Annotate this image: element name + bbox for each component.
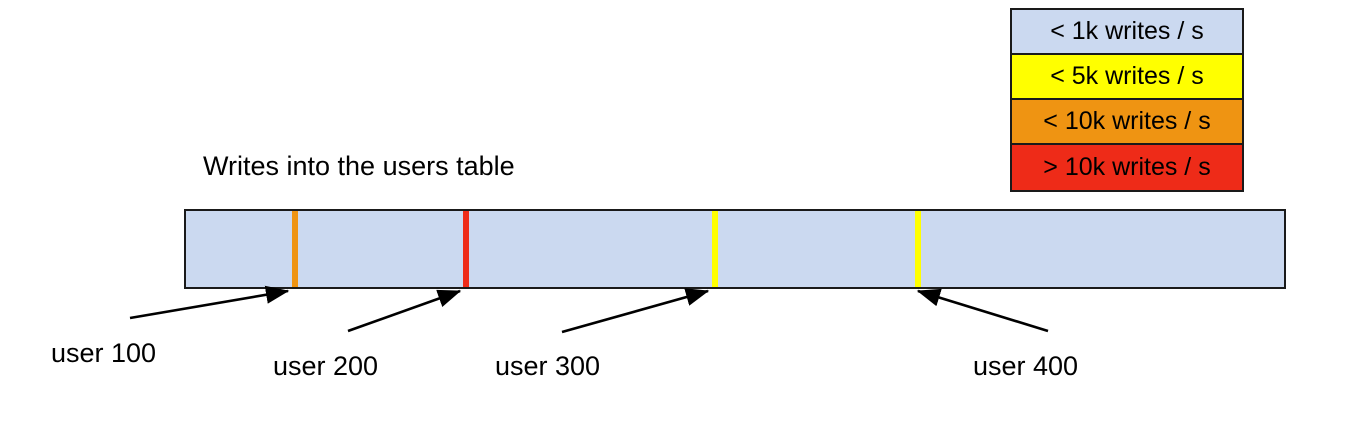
legend-label-gt-10k: > 10k writes / s xyxy=(1043,153,1211,181)
callout-label-user-100: user 100 xyxy=(51,338,157,368)
bar-stripe-layer xyxy=(186,211,1284,287)
users-table-bar xyxy=(184,209,1286,289)
legend-label-lt-5k: < 5k writes / s xyxy=(1050,62,1204,90)
legend: < 1k writes / s < 5k writes / s < 10k wr… xyxy=(1010,8,1244,192)
legend-label-lt-10k: < 10k writes / s xyxy=(1043,107,1211,135)
user-100-stripe xyxy=(292,211,298,287)
user-200-stripe xyxy=(463,211,469,287)
legend-row-lt-1k: < 1k writes / s xyxy=(1012,10,1242,55)
callout-label-user-200: user 200 xyxy=(273,351,379,381)
user-400-stripe xyxy=(915,211,921,287)
arrow-user-200 xyxy=(347,289,462,333)
legend-label-lt-1k: < 1k writes / s xyxy=(1050,17,1204,45)
callout-label-user-300: user 300 xyxy=(495,351,601,381)
callout-label-user-400: user 400 xyxy=(973,351,1079,381)
arrow-user-400 xyxy=(916,288,1049,333)
chart-title: Writes into the users table xyxy=(203,151,515,181)
legend-row-gt-10k: > 10k writes / s xyxy=(1012,145,1242,190)
user-300-stripe xyxy=(712,211,718,287)
arrow-user-100 xyxy=(129,285,290,320)
legend-row-lt-10k: < 10k writes / s xyxy=(1012,100,1242,145)
legend-row-lt-5k: < 5k writes / s xyxy=(1012,55,1242,100)
arrow-user-300 xyxy=(561,288,710,334)
